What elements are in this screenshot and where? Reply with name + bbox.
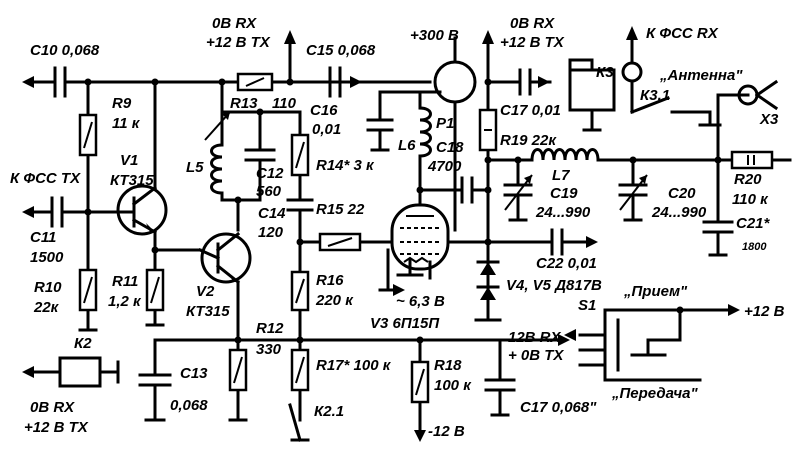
label-r14: R14* 3 к [316,157,375,174]
label-c19-value: 24...990 [535,204,591,221]
label-r11: R11 [112,273,138,290]
label-v1-type: КТ315 [110,172,154,189]
label-minus12: -12 В [428,423,465,440]
resistor-r20 [730,150,774,170]
label-l7: L7 [552,167,570,184]
label-l5: L5 [186,159,204,176]
terminals [78,128,728,442]
zener-v4-v5 [474,260,502,322]
junctions [84,78,722,344]
meter-p1 [433,60,477,104]
label-c14: C14 [258,205,286,222]
label-r9-value: 11 к [112,115,141,132]
label-kfss-rx: К ФСС RX [646,25,719,42]
label-c12: C12 [256,165,284,182]
label-c11-value: 1500 [30,249,64,266]
label-c15: C15 0,068 [306,42,376,59]
label-c17-top: C17 0,01 [500,102,561,119]
label-c19: C19 [550,185,578,202]
label-peredacha: „Передача" [611,385,698,402]
label-v4-v5: V4, V5 Д817В [506,277,602,294]
label-r15: R15 22 [316,201,365,218]
label-v2: V2 [196,283,215,300]
label-c11: C11 [30,229,56,246]
label-k2: К2 [74,335,92,352]
resistors [78,72,774,404]
label-c13-value: 0,068 [170,397,208,414]
labels: C10 0,068 0В RX +12 В TX C15 0,068 +300 … [10,15,785,440]
label-kfss-tx: К ФСС TX [10,170,81,187]
transistor-v2 [198,231,252,285]
transistor-v1 [116,184,168,236]
label-k3: К3 [596,64,614,81]
label-plus12-right: +12 В [744,303,785,320]
label-ovrx-top-b: 0В RX [510,15,555,32]
label-antenna: „Антенна" [659,67,743,84]
label-c20-value: 24...990 [651,204,707,221]
inductor-l7 [530,148,600,162]
label-heater: ~ 6,3 В [396,293,445,310]
label-c12-value: 560 [256,183,282,200]
label-plus12tx-top-b: +12 В TX [500,34,565,51]
relay-k2 [58,356,102,388]
label-c10: C10 0,068 [30,42,100,59]
label-v1: V1 [120,152,138,169]
label-l6: L6 [398,137,416,154]
label-p1: P1 [436,115,454,132]
label-r20-value: 110 к [732,191,769,208]
label-ovrx-top-a: 0В RX [212,15,257,32]
label-c22: C22 0,01 [536,255,597,272]
label-c21: C21* [736,215,771,232]
label-c13: C13 [180,365,208,382]
label-r10: R10 [34,279,62,296]
label-12v-rx: 12В RX [508,329,562,346]
label-v3: V3 6П15П [370,315,440,332]
label-0v-tx: + 0В TX [508,347,564,364]
label-c16-value: 0,01 [312,121,341,138]
label-c20: C20 [668,185,696,202]
label-s1: S1 [578,297,596,314]
label-r10-value: 22к [33,299,60,316]
label-r13-value: 110 [272,95,297,112]
label-plus12tx-bottom: +12 В TX [24,419,89,436]
label-r13: R13 [230,95,258,112]
label-v2-type: КТ315 [186,303,230,320]
label-r17: R17* 100 к [316,357,392,374]
label-plus12tx-top-a: +12 В TX [206,34,271,51]
inductor-l6 [418,106,432,172]
label-k21: К2.1 [314,403,344,420]
label-r12-value: 330 [256,341,282,358]
antenna-jack-x3 [621,61,779,111]
label-ovrx-bottom: 0В RX [30,399,75,416]
label-c17-bottom: C17 0,068" [520,399,597,416]
wires [26,36,792,432]
label-r12: R12 [256,320,284,337]
label-plus300: +300 В [410,27,459,44]
inductor-l5 [210,143,224,195]
label-r16-value: 220 к [315,292,354,309]
label-r9: R9 [112,95,132,112]
tube-v3 [390,203,450,271]
label-r20: R20 [734,171,762,188]
label-r19: R19 22к [500,132,557,149]
label-r18: R18 [434,357,462,374]
label-r18-value: 100 к [434,377,472,394]
label-priem: „Прием" [623,283,688,300]
label-c18: C18 [436,139,464,156]
label-c21-value: 1800 [742,241,767,253]
variable-capacitor-marks [504,174,648,211]
label-r16: R16 [316,272,344,289]
relay-k3 [568,68,616,112]
label-c14-value: 120 [258,224,284,241]
label-c18-value: 4700 [427,158,462,175]
label-r11-value: 1,2 к [108,293,142,310]
arrows [22,26,740,442]
label-c16: C16 [310,102,338,119]
label-x3: X3 [759,111,779,128]
inductors [204,106,600,195]
label-k31: К3.1 [640,87,670,104]
